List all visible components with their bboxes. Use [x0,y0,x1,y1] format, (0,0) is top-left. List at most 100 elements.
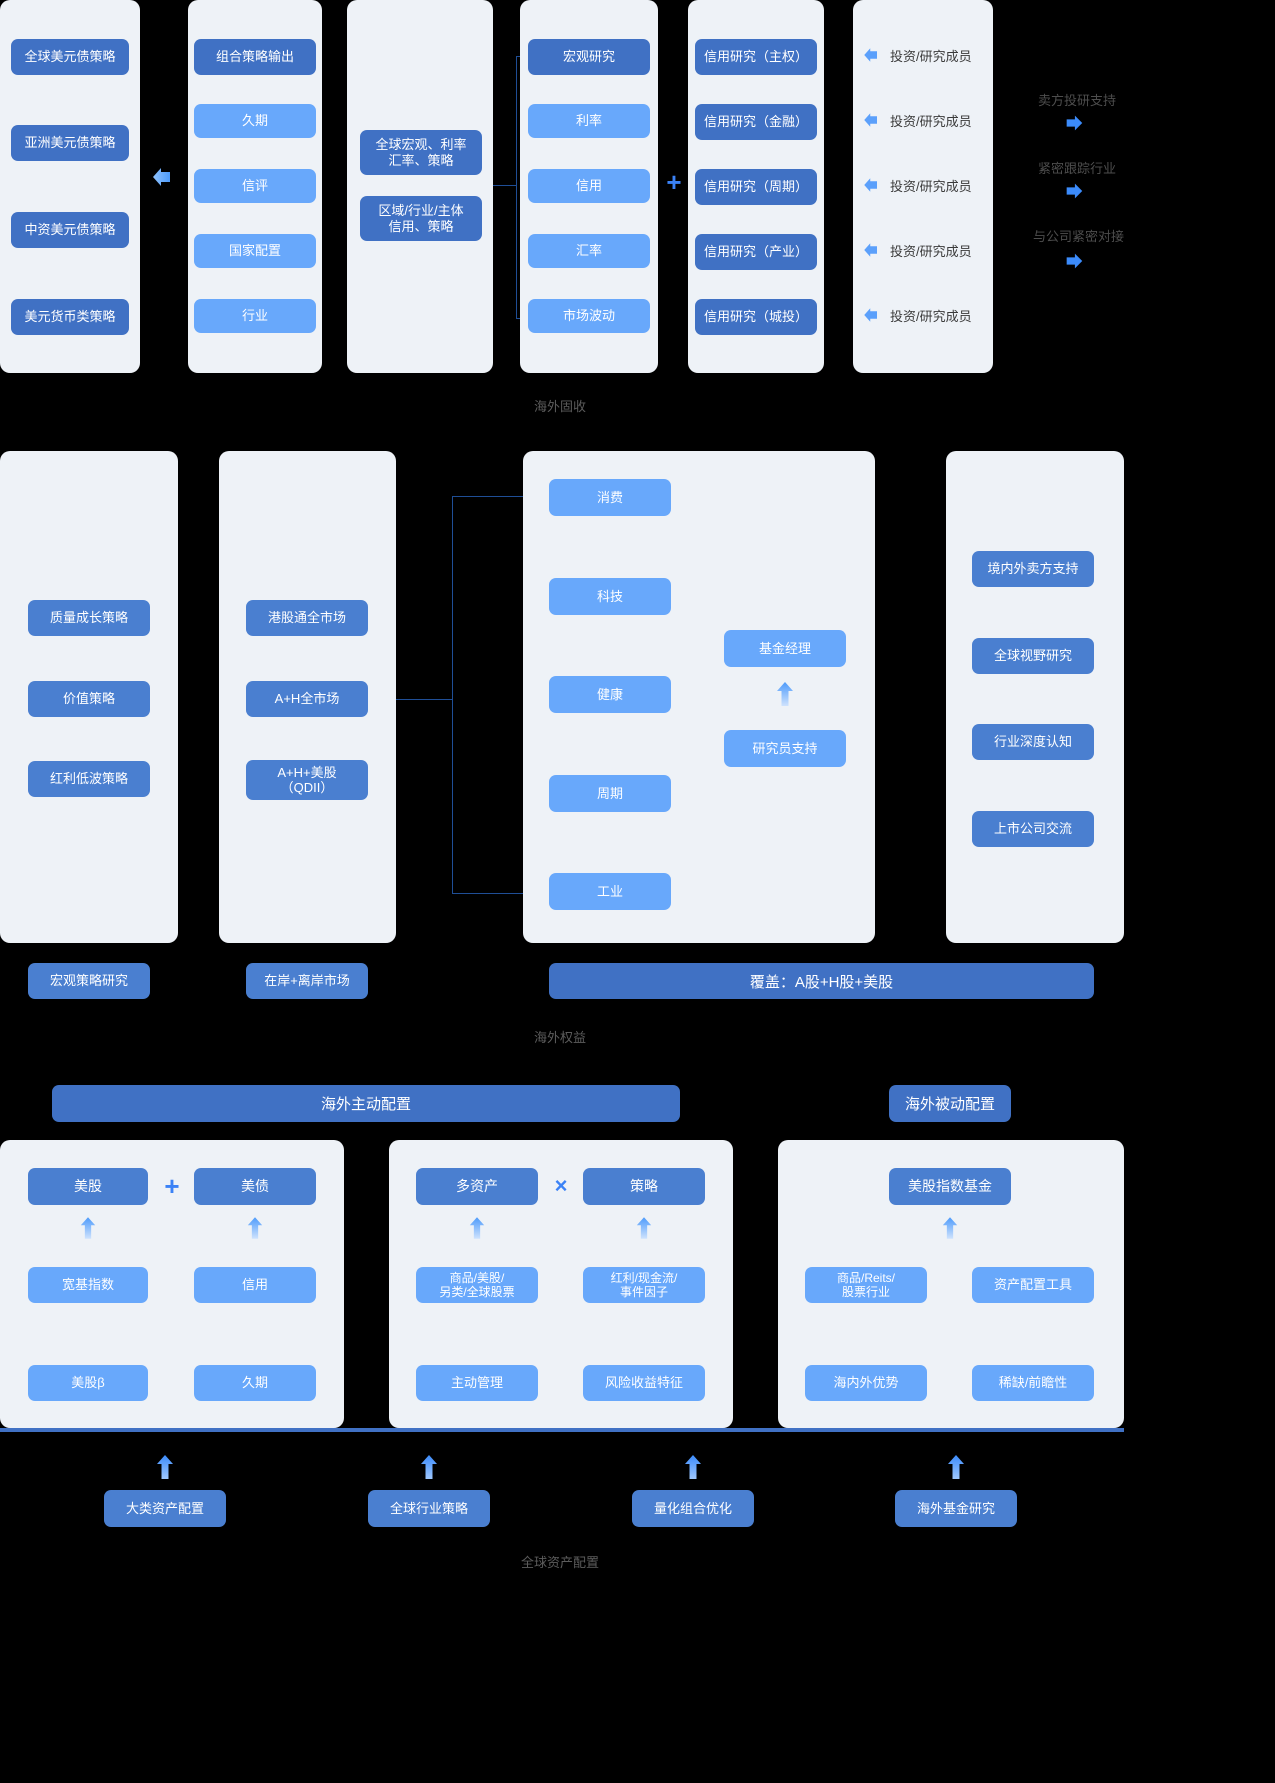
alloc-c-mid-chip[interactable]: 商品/Reits/ 股票行业 [805,1267,927,1303]
alloc-c-top-chip[interactable]: 美股指数基金 [889,1168,1011,1205]
fi-strategy-chip[interactable]: 全球美元债策略 [11,39,129,75]
plus-operator: + [666,166,682,197]
fi-credit-chip[interactable]: 信用研究（金融） [695,104,817,140]
footer-divider [0,1428,1124,1432]
support-right-arrow-icon [1063,180,1085,202]
alloc-a-top-chip[interactable]: 美股 [28,1168,148,1205]
fi-macro-chip[interactable]: 市场波动 [528,299,650,333]
footer-chip[interactable]: 全球行业策略 [368,1490,490,1527]
fi-team-label: 投资/研究成员 [890,178,972,194]
eq-market-chip[interactable]: A+H+美股 （QDII） [246,760,368,800]
fi-research-input-chip[interactable]: 区域/行业/主体 信用、策略 [360,196,482,241]
fi-research-input-chip[interactable]: 全球宏观、利率 汇率、策略 [360,130,482,175]
section-caption-fixed-income: 海外固收 [533,399,586,414]
alloc-b-mid-chip[interactable]: 商品/美股/ 另类/全球股票 [416,1267,538,1303]
alloc-a-bottom-chip[interactable]: 美股β [28,1365,148,1401]
eq-support-chip[interactable]: 境内外卖方支持 [972,551,1094,587]
support-right-arrow-icon [1063,112,1085,134]
team-left-arrow-icon [862,306,880,324]
eq-style-footer[interactable]: 宏观策略研究 [28,963,150,999]
section-caption-allocation: 全球资产配置 [520,1555,599,1570]
connector-line [516,56,517,319]
eq-analyst-support-chip[interactable]: 研究员支持 [724,730,846,767]
plus-operator: + [164,1170,180,1201]
eq-sector-chip[interactable]: 周期 [549,775,671,812]
footer-up-arrow-icon [946,1455,966,1479]
eq-sector-chip[interactable]: 科技 [549,578,671,615]
eq-style-chip[interactable]: 红利低波策略 [28,761,150,797]
connector-line [452,496,532,497]
eq-coverage-banner[interactable]: 覆盖：A股+H股+美股 [549,963,1094,999]
eq-support-chip[interactable]: 行业深度认知 [972,724,1094,760]
fi-strategy-chip[interactable]: 中资美元债策略 [11,212,129,248]
fi-portfolio-chip[interactable]: 行业 [194,299,316,333]
passive-allocation-banner[interactable]: 海外被动配置 [889,1085,1011,1122]
eq-style-chip[interactable]: 质量成长策略 [28,600,150,636]
alloc-c-mid-chip[interactable]: 资产配置工具 [972,1267,1094,1303]
fi-team-label: 投资/研究成员 [890,113,972,129]
alloc-up-arrow-icon [635,1217,653,1239]
fi-portfolio-header[interactable]: 组合策略输出 [194,39,316,75]
team-left-arrow-icon [862,111,880,129]
fi-macro-header[interactable]: 宏观研究 [528,39,650,75]
fi-portfolio-chip[interactable]: 信评 [194,169,316,203]
alloc-b-top-chip[interactable]: 策略 [583,1168,705,1205]
eq-market-footer[interactable]: 在岸+离岸市场 [246,963,368,999]
footer-chip[interactable]: 量化组合优化 [632,1490,754,1527]
fi-credit-chip[interactable]: 信用研究（周期） [695,169,817,205]
eq-sector-chip[interactable]: 工业 [549,873,671,910]
footer-up-arrow-icon [155,1455,175,1479]
fi-team-label: 投资/研究成员 [890,48,972,64]
fi-strategy-chip[interactable]: 亚洲美元债策略 [11,125,129,161]
manager-up-arrow-icon [775,682,795,706]
fi-credit-chip[interactable]: 信用研究（城投） [695,299,817,335]
alloc-up-arrow-icon [468,1217,486,1239]
connector-line [452,496,453,894]
eq-style-chip[interactable]: 价值策略 [28,681,150,717]
footer-chip[interactable]: 大类资产配置 [104,1490,226,1527]
team-left-arrow-icon [862,46,880,64]
alloc-b-bottom-chip[interactable]: 主动管理 [416,1365,538,1401]
alloc-up-arrow-icon [941,1217,959,1239]
alloc-a-top-chip[interactable]: 美债 [194,1168,316,1205]
alloc-a-mid-chip[interactable]: 信用 [194,1267,316,1303]
footer-chip[interactable]: 海外基金研究 [895,1490,1017,1527]
connector-line [493,185,517,186]
eq-fund-manager-chip[interactable]: 基金经理 [724,630,846,667]
fi-macro-chip[interactable]: 汇率 [528,234,650,268]
fi-strategy-chip[interactable]: 美元货币类策略 [11,299,129,335]
section-caption-equity: 海外权益 [533,1030,586,1045]
support-right-arrow-icon [1063,250,1085,272]
team-left-arrow-icon [862,176,880,194]
connector-line [452,893,532,894]
alloc-a-bottom-chip[interactable]: 久期 [194,1365,316,1401]
flow-left-arrow-icon [150,165,174,189]
eq-support-chip[interactable]: 全球视野研究 [972,638,1094,674]
alloc-up-arrow-icon [246,1217,264,1239]
fi-team-label: 投资/研究成员 [890,308,972,324]
alloc-c-bottom-chip[interactable]: 海内外优势 [805,1365,927,1401]
fi-credit-chip[interactable]: 信用研究（主权） [695,39,817,75]
fi-portfolio-chip[interactable]: 国家配置 [194,234,316,268]
fi-macro-chip[interactable]: 利率 [528,104,650,138]
eq-support-chip[interactable]: 上市公司交流 [972,811,1094,847]
alloc-b-bottom-chip[interactable]: 风险收益特征 [583,1365,705,1401]
alloc-b-mid-chip[interactable]: 红利/现金流/ 事件因子 [583,1267,705,1303]
fi-support-label: 与公司紧密对接 [1033,229,1125,244]
fi-macro-chip[interactable]: 信用 [528,169,650,203]
alloc-c-bottom-chip[interactable]: 稀缺/前瞻性 [972,1365,1094,1401]
active-allocation-banner[interactable]: 海外主动配置 [52,1085,680,1122]
team-left-arrow-icon [862,241,880,259]
fi-portfolio-chip[interactable]: 久期 [194,104,316,138]
eq-sector-chip[interactable]: 健康 [549,676,671,713]
eq-market-chip[interactable]: 港股通全市场 [246,600,368,636]
eq-market-chip[interactable]: A+H全市场 [246,681,368,717]
fi-research-input-panel [347,0,493,373]
alloc-up-arrow-icon [79,1217,97,1239]
alloc-b-top-chip[interactable]: 多资产 [416,1168,538,1205]
times-operator: × [554,1173,568,1198]
alloc-a-mid-chip[interactable]: 宽基指数 [28,1267,148,1303]
fi-credit-chip[interactable]: 信用研究（产业） [695,234,817,270]
eq-sector-chip[interactable]: 消费 [549,479,671,516]
fi-team-label: 投资/研究成员 [890,243,972,259]
